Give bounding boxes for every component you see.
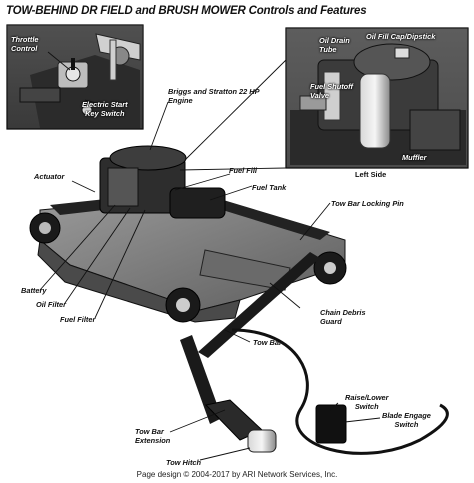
blade-engage-switch-label: Blade Engage Switch [382, 411, 431, 429]
fuel-filter-label: Fuel Filter [60, 315, 96, 324]
inset-engine-left-side-photo [285, 27, 469, 169]
raise-lower-switch-label: Raise/Lower Switch [345, 393, 389, 411]
electric-start-key-switch-label: Electric Start Key Switch [82, 100, 128, 118]
tow-bar-extension-label: Tow Bar Extension [135, 427, 171, 445]
oil-filter-label: Oil Filter [36, 300, 66, 309]
mower-body [29, 145, 449, 455]
oil-fill-cap-label: Oil Fill Cap/Dipstick [366, 32, 436, 41]
chain-debris-guard-label: Chain Debris Guard [320, 308, 366, 326]
muffler-label: Muffler [402, 153, 427, 162]
fuel-tank-label: Fuel Tank [252, 183, 287, 192]
tow-bar-locking-pin-label: Tow Bar Locking Pin [331, 199, 404, 208]
leader-lines [39, 51, 381, 461]
left-side-caption: Left Side [355, 170, 387, 179]
actuator-label: Actuator [34, 172, 65, 181]
tow-hitch-label: Tow Hitch [166, 458, 202, 467]
inset-controls-photo [6, 24, 144, 130]
oil-drain-tube-label: Oil Drain Tube [319, 36, 350, 54]
fuel-fill-label: Fuel Fill [229, 166, 257, 175]
credit-footer: Page design © 2004-2017 by ARI Network S… [136, 470, 338, 479]
fuel-shutoff-valve-label: Fuel Shutoff Valve [310, 82, 353, 100]
throttle-control-label: Throttle Control [11, 35, 39, 53]
battery-label: Battery [21, 286, 47, 295]
tow-bar-label: Tow Bar [253, 338, 282, 347]
page-title: TOW-BEHIND DR FIELD and BRUSH MOWER Cont… [6, 5, 367, 17]
engine-label: Briggs and Stratton 22 HP Engine [168, 87, 260, 105]
